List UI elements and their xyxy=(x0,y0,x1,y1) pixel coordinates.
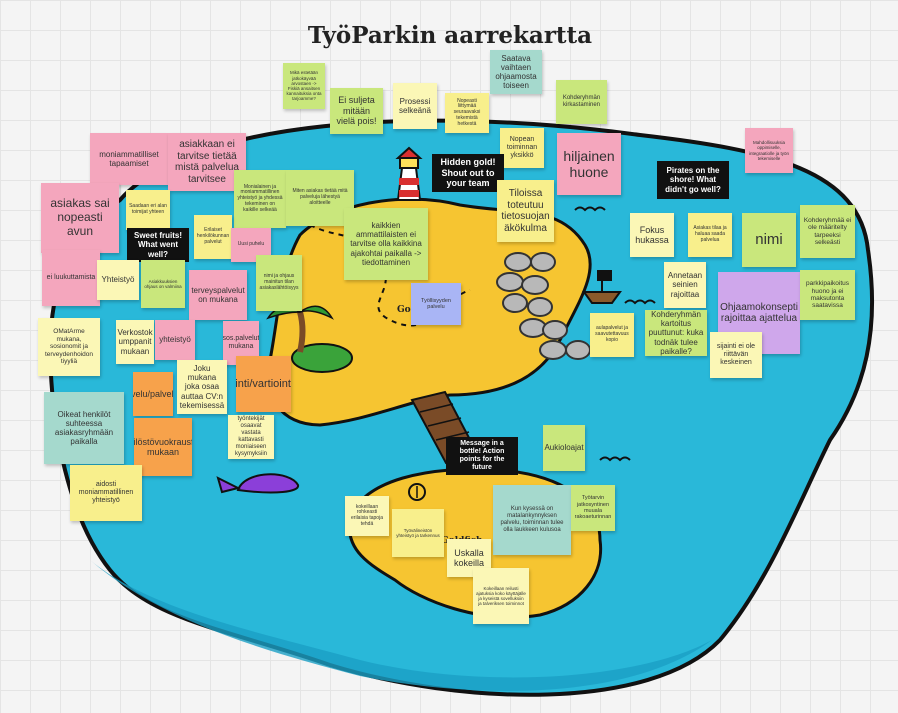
pirate-boat-icon xyxy=(582,270,622,304)
sticky-note-parkkipaikoitus-huono-ja-ei-[interactable]: parkkipaikoitus huono ja ei maksutonta s… xyxy=(800,270,855,320)
sticky-note-saadaan-eri-alan-toimijat-yh[interactable]: Saadaan eri alan toimijat yhteen xyxy=(126,190,170,230)
sea-shade xyxy=(90,560,712,691)
sticky-note-ty-ntekij-t-osaavat-vastata-[interactable]: työntekijät osaavat vastata kattavasti m… xyxy=(228,415,274,459)
sticky-note-vartiointi-vartiointikutsu[interactable]: Vartiointi/vartiointikutsu xyxy=(236,356,291,412)
sticky-note-annetaan-seinien-rajoittaa[interactable]: Annetaan seinien rajoittaa xyxy=(664,262,706,308)
sticky-note-monialainen-ja-moniammatilli[interactable]: Monialainen ja moniammatillinen yhteisty… xyxy=(234,170,286,228)
lighthouse-icon xyxy=(395,146,423,201)
section-label-hidden-gold-shout-out-to-you[interactable]: Hidden gold! Shout out to your team xyxy=(432,154,504,192)
section-label-message-in-a-bottle-action-p[interactable]: Message in a bottle! Action points for t… xyxy=(446,437,518,475)
sticky-note-ty-llisyyden-palvelu[interactable]: Työllisyyden palvelu xyxy=(411,283,461,325)
compass-icon xyxy=(408,483,426,501)
sticky-note-nimi[interactable]: nimi xyxy=(742,213,796,267)
section-label-sweet-fruits-what-went-well[interactable]: Sweet fruits! What went well? xyxy=(127,228,189,262)
sticky-note-terveyspalvelut-on-mukana[interactable]: terveyspalvelut on mukana xyxy=(189,270,247,320)
sticky-note-verkostok-umppanit-mukaan[interactable]: Verkostok umppanit mukaan xyxy=(116,320,154,364)
sticky-note-erilaiset-henkil-kunnan-palv[interactable]: Erilaiset henkilökunnan palvelut xyxy=(194,215,232,259)
island-label-gold: Gold xyxy=(397,305,421,315)
sticky-note-ty-v-lineist-n-yhteisty-ja-t[interactable]: Työvälineistön yhteistyö ja tarkennus xyxy=(392,509,444,557)
sticky-note-nimi-ja-ohjaus-mainitun-tila[interactable]: nimi ja ohjaus mainitun tilan asiakasläh… xyxy=(256,255,302,311)
whale-icon xyxy=(216,473,299,494)
sticky-note-miten-asiakas-tiet-mit-palve[interactable]: Miten asiakas tietää mitä palveluja lähe… xyxy=(286,170,354,226)
sticky-note-henkil-st-vuokrausfirmat-muk[interactable]: Henkilöstövuokrausfirmat mukaan xyxy=(134,418,192,476)
sticky-note-fokus-hukassa[interactable]: Fokus hukassa xyxy=(630,213,674,257)
sticky-note-moniammatilliset-tapaamiset[interactable]: moniammatilliset tapaamiset xyxy=(90,133,168,185)
sticky-note-yhteisty[interactable]: yhteistyö xyxy=(155,320,195,360)
section-label-pirates-on-the-shore-what-di[interactable]: Pirates on the shore! What didn't go wel… xyxy=(657,161,729,199)
sticky-note-saatava-vaihtaen-ohjaamosta-[interactable]: Saatava vaihtaen ohjaamosta toiseen xyxy=(490,50,542,94)
sticky-note-asiakkuuksien-ohjaus-on-valm[interactable]: Asiakkuuksien ohjaus on valmiina xyxy=(141,260,185,308)
board-title: TyöParkin aarrekartta xyxy=(307,22,593,49)
sticky-note-asiakas-sai-nopeasti-avun[interactable]: asiakas sai nopeasti avun xyxy=(41,183,119,253)
sticky-note-yhteisty[interactable]: Yhteistyö xyxy=(97,260,139,300)
sticky-note-kohderyhm-ei-ole-m-ritelty-t[interactable]: Kohderyhmää ei ole määritelty tarpeeksi … xyxy=(800,205,855,258)
sticky-note-kokeillaan-reilusti-ajatuksi[interactable]: Kokeillaan reilusti ajatuksia koko käytt… xyxy=(473,568,529,624)
sticky-note-ei-luukuttamista[interactable]: ei luukuttamista xyxy=(42,250,100,306)
sticky-note-prosessi-selke-n[interactable]: Prosessi selkeänä xyxy=(393,83,437,129)
sticky-note-aulapalvelu-palveluohjaus[interactable]: Aulapalvelu/palveluohjaus xyxy=(133,372,173,416)
sticky-note-aukioloajat[interactable]: Aukioloajat xyxy=(543,425,585,471)
sticky-note-oikeat-henkil-t-suhteessa-as[interactable]: Oikeat henkilöt suhteessa asiakasryhmään… xyxy=(44,392,124,464)
sticky-note-ty-tarvin-jatkosyntinen-muua[interactable]: Työtarvin jatkosyntinen muuala rakoaetur… xyxy=(571,485,615,531)
sticky-note-kohderyhm-n-kartoitus-puuttu[interactable]: Kohderyhmän kartoitus puuttunut: kuka to… xyxy=(645,310,707,356)
sticky-note-sijainti-ei-ole-riitt-v-n-ke[interactable]: sijainti ei ole riittävän keskeinen xyxy=(710,332,762,378)
sticky-note-asiakkaan-ei-tarvitse-tiet-m[interactable]: asiakkaan ei tarvitse tietää mistä palve… xyxy=(168,133,246,191)
sticky-note-tiloissa-toteutuu-tietosuoja[interactable]: Tiloissa toteutuu tietosuojan äkökulma xyxy=(497,180,554,242)
sticky-note-nopeasti-liittym-seuraavaksi[interactable]: Nopeasti liittymää seuraavaksi tekemistä… xyxy=(445,93,489,133)
sticky-note-hiljainen-huone[interactable]: hiljainen huone xyxy=(557,133,621,195)
sticky-note-aulapalvelut-ja-saavutettavu[interactable]: aulapalvelut ja saavutettavuus kopio xyxy=(590,313,634,357)
sticky-note-kun-kysess-on-matalankynnyks[interactable]: Kun kysessä on matalankynnyksen palvelu,… xyxy=(493,485,571,555)
sticky-note-aidosti-moniammatillinen-yht[interactable]: aidosti moniammatillinen yhteistyö xyxy=(70,465,142,521)
sticky-note-omatarme-mukana-sosionomit-j[interactable]: OMatArme mukana, sosionomit ja terveyden… xyxy=(38,318,100,376)
waves-decoration xyxy=(574,206,656,462)
sticky-note-mik-estet-n-jatkok-yv-arvost[interactable]: Mikä estetään jatkokäyvää arvostaen -> F… xyxy=(283,63,325,109)
sticky-note-nopean-toiminnan-yksikk[interactable]: Nopean toiminnan yksikkö xyxy=(500,128,544,168)
sticky-note-kaikkien-ammattilaisten-ei-t[interactable]: kaikkien ammattilaisten ei tarvitse olla… xyxy=(344,208,428,280)
sticky-note-kokeillaan-rohkeasti-erilais[interactable]: kokeillaan rohkeasti erilaisia tapoja te… xyxy=(345,496,389,536)
sticky-note-joku-mukana-joka-osaa-auttaa[interactable]: Joku mukana joka osaa auttaa CV:n tekemi… xyxy=(177,360,227,414)
sticky-note-ei-suljeta-mit-n-viel-pois[interactable]: Ei suljeta mitään vielä pois! xyxy=(330,88,383,134)
sticky-note-kohderyhm-n-kirkastaminen[interactable]: Kohderyhmän kirkastaminen xyxy=(556,80,607,124)
rocks-icon xyxy=(496,252,591,360)
sticky-note-asiakas-tilaa-ja-haluaa-saad[interactable]: Asiakas tilaa ja haluaa saada palvelua xyxy=(688,213,732,257)
sticky-note-mahdollisuuksia-oppimiselle-[interactable]: Mahdollisuuksia oppimiselle, integraatio… xyxy=(745,128,793,173)
